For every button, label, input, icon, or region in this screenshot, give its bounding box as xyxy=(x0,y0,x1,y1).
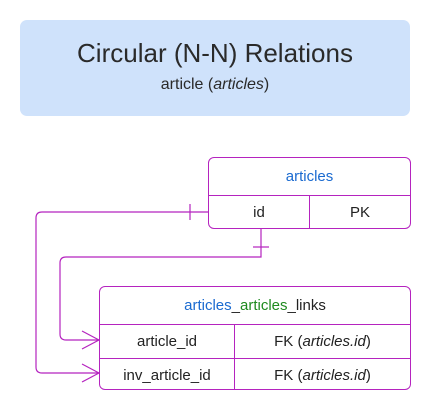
relation-line-article-id xyxy=(59,229,262,341)
entity-articles: articles id PK xyxy=(208,157,411,229)
crows-foot-article-id xyxy=(81,330,100,350)
field-key: PK xyxy=(309,196,410,228)
entity-articles-name: articles xyxy=(209,158,410,196)
subtitle-prefix: article ( xyxy=(160,76,214,93)
entity-links-row-inv-article-id: inv_article_id FK (articles.id) xyxy=(100,359,410,389)
field-name: article_id xyxy=(136,333,198,350)
entity-links-row-article-id: article_id FK (articles.id) xyxy=(100,325,410,359)
relation-line-inv-article-id xyxy=(35,211,208,374)
fk-prefix: FK ( xyxy=(274,367,303,384)
entity-links-name-sep1: _ xyxy=(231,297,240,314)
fk-prefix: FK ( xyxy=(274,333,303,350)
subtitle-suffix: ) xyxy=(263,76,270,93)
diagram-title-panel: Circular (N-N) Relations article (articl… xyxy=(20,20,410,116)
fk-reference: articles.id xyxy=(302,367,366,384)
fk-suffix: ) xyxy=(365,367,371,384)
entity-links-name-part3: links xyxy=(295,297,326,314)
entity-links-name-sep2: _ xyxy=(287,297,296,314)
fk-reference: articles.id xyxy=(302,333,366,350)
field-key: FK (articles.id) xyxy=(234,325,410,358)
subtitle-italic: articles xyxy=(213,76,264,93)
fk-suffix: ) xyxy=(365,333,371,350)
entity-links-name-part2: articles xyxy=(239,297,288,314)
field-name: id xyxy=(253,204,265,221)
entity-articles-row-id: id PK xyxy=(209,196,410,228)
entity-links-name: articles_articles_links xyxy=(100,287,410,325)
diagram-subtitle: article (articles) xyxy=(20,75,410,95)
field-key: FK (articles.id) xyxy=(234,359,410,389)
entity-links-name-part1: articles xyxy=(184,297,232,314)
diagram-title: Circular (N-N) Relations xyxy=(77,38,353,68)
crows-foot-inv-article-id xyxy=(81,363,100,383)
field-name: inv_article_id xyxy=(123,367,211,384)
entity-articles-articles-links: articles_articles_links article_id FK (a… xyxy=(99,286,411,390)
